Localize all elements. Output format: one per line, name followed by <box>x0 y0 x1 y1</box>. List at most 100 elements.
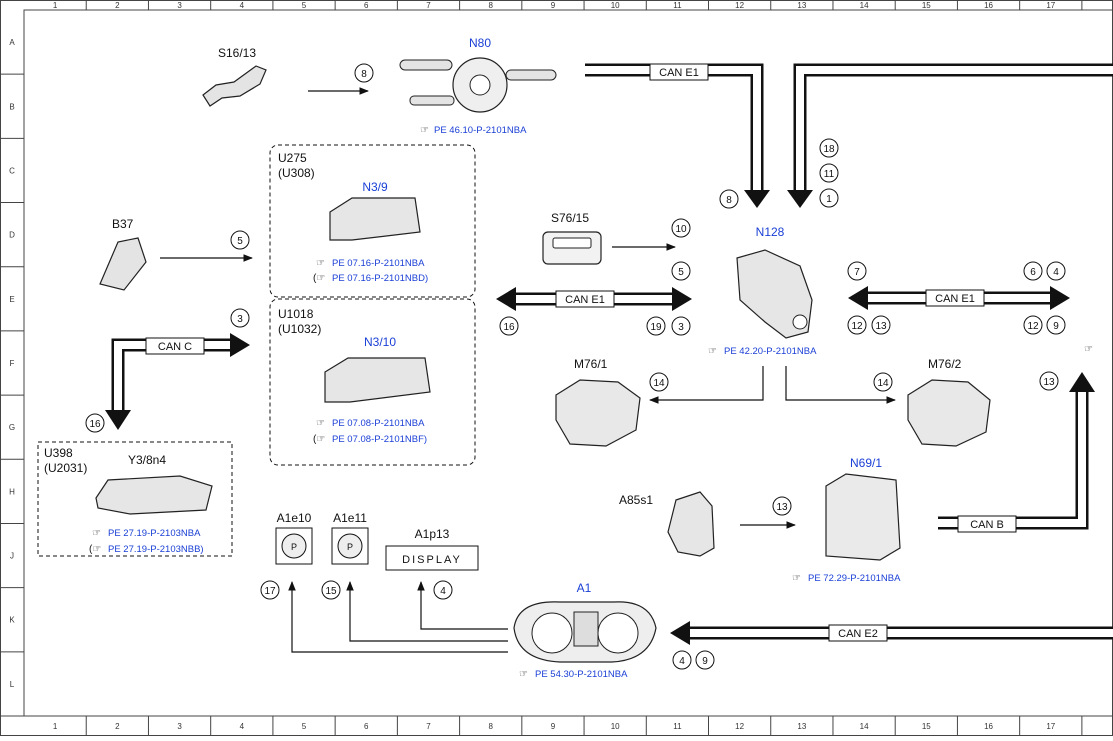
gauge-right-icon <box>597 612 639 654</box>
step-number: 16 <box>503 322 515 333</box>
step-number: 6 <box>1030 267 1036 278</box>
u275-label: U275 <box>278 151 307 165</box>
n128-parking-brake-module: N128 ☞ PE 42.20-P-2101NBA <box>708 225 817 357</box>
step-badge <box>1046 261 1066 281</box>
u1018-label: U1018 <box>278 307 314 321</box>
step-badge <box>671 261 691 281</box>
grid-row-label: B <box>9 102 14 111</box>
step-number: 9 <box>1053 321 1059 332</box>
step-number: 15 <box>325 586 337 597</box>
ref-hand-icon: ☞ <box>420 125 429 136</box>
u308-label: (U308) <box>278 166 315 180</box>
n3-10-ref-2: PE 07.08-P-2101NBF) <box>332 434 427 445</box>
step-badge <box>719 189 739 209</box>
ref-hand-icon: ☞ <box>792 573 801 584</box>
bus-arrowhead-left <box>496 287 516 311</box>
grid-column-label: 15 <box>922 722 931 731</box>
bus-label-box <box>145 337 205 355</box>
s76-15-switch: S76/15 <box>542 211 602 265</box>
can-e1-middle-bus: CAN E1 <box>496 287 692 311</box>
lamp-symbol: P <box>291 542 297 552</box>
grid-column-label: 16 <box>984 1 993 10</box>
y3-ref-1: PE 27.19-P-2103NBA <box>108 528 201 539</box>
m76-1-brake-caliper-motor: M76/1 <box>555 357 641 447</box>
u275-engine-control-group: U275 (U308) N3/9 ☞ PE 07.16-P-2101NBA (☞… <box>269 144 476 298</box>
parking-lamp-icon <box>281 533 307 559</box>
bus-label-box <box>828 624 888 642</box>
step-badge <box>672 650 692 670</box>
n80-steering-column-module: N80 ☞ PE 46.10-P-2101NBA <box>399 36 557 136</box>
step-number: 5 <box>678 267 684 278</box>
grid-column-label: 1 <box>53 722 58 731</box>
u1032-label: (U1032) <box>278 322 321 336</box>
ecu-icon <box>329 197 421 241</box>
step-number: 19 <box>650 322 662 333</box>
grid-column-label: 9 <box>551 722 556 731</box>
step-badge <box>321 580 341 600</box>
bus-arrowhead-left <box>670 621 690 645</box>
grid-column-label: 8 <box>488 1 493 10</box>
step-badge <box>1046 315 1066 335</box>
latch-switch-icon <box>667 491 715 557</box>
ref-hand-icon: ☞ <box>519 669 528 680</box>
step-number: 17 <box>264 586 276 597</box>
grid-column-label: 5 <box>302 1 307 10</box>
grid-row-label: K <box>9 616 15 625</box>
right-feed-bus <box>787 63 1113 208</box>
step-number: 18 <box>823 144 835 155</box>
step-number: 8 <box>361 69 367 80</box>
bus-label-box <box>957 515 1017 533</box>
valve-body-icon <box>95 475 213 515</box>
bus-label: CAN B <box>970 519 1004 531</box>
grid-column-label: 2 <box>115 1 120 10</box>
step-badge <box>871 315 891 335</box>
step-badge <box>671 218 691 238</box>
step-number: 4 <box>1053 267 1059 278</box>
step-badge <box>695 650 715 670</box>
lamp-symbol: P <box>347 542 353 552</box>
u398-transmission-controller-group: U398 (U2031) Y3/8n4 ☞ PE 27.19-P-2103NBA… <box>37 441 233 557</box>
grid-markers: 1122334455667788991010111112121313141415… <box>0 0 1083 736</box>
arrow-a1-to-a1p13 <box>417 581 508 630</box>
arrow-a1-to-a1e10 <box>288 581 508 653</box>
step-badge <box>847 315 867 335</box>
grid-row-label: G <box>9 423 15 432</box>
step-number: 14 <box>653 378 665 389</box>
dashed-group-box <box>269 144 476 298</box>
bus-arrowhead-right <box>1050 286 1070 310</box>
step-badge <box>646 316 666 336</box>
bus-label-box <box>555 290 615 308</box>
ref-hand-icon: ☞ <box>316 258 325 269</box>
bus-label: CAN E1 <box>659 67 699 79</box>
grid-column-label: 4 <box>240 722 245 731</box>
grid-column-label: 5 <box>302 722 307 731</box>
grid-row-label: A <box>9 38 15 47</box>
grid-column-label: 12 <box>735 1 744 10</box>
a1-label: A1 <box>577 581 592 595</box>
a1-instrument-cluster: A1 ☞ PE 54.30-P-2101NBA <box>513 581 657 680</box>
step-number: 13 <box>776 502 788 513</box>
pedal-icon <box>99 237 147 291</box>
grid-column-label: 6 <box>364 1 369 10</box>
ref-hand-icon: ☞ <box>708 346 717 357</box>
n69-1-label: N69/1 <box>850 456 882 470</box>
step-badge <box>230 230 250 250</box>
a1e11-indicator-lamp: A1e11 P <box>331 511 369 565</box>
a1p13-display: A1p13 DISPLAY <box>385 527 479 571</box>
bus-arrowhead <box>744 190 770 208</box>
step-number: 16 <box>89 419 101 430</box>
step-badge <box>499 316 519 336</box>
grid-column-label: 14 <box>860 1 869 10</box>
step-badge <box>433 580 453 600</box>
switch-key <box>552 237 592 249</box>
stalk-lower-icon <box>409 95 455 106</box>
grid-column-label: 15 <box>922 1 931 10</box>
inner-frame <box>23 9 1113 717</box>
step-number: 4 <box>440 586 446 597</box>
grid-column-label: 7 <box>426 722 431 731</box>
u398-label: U398 <box>44 446 73 460</box>
step-badge <box>819 163 839 183</box>
b37-accelerator-pedal: B37 <box>99 217 147 291</box>
n3-10-ref-1: PE 07.08-P-2101NBA <box>332 418 425 429</box>
grid-row-label: L <box>10 680 15 689</box>
